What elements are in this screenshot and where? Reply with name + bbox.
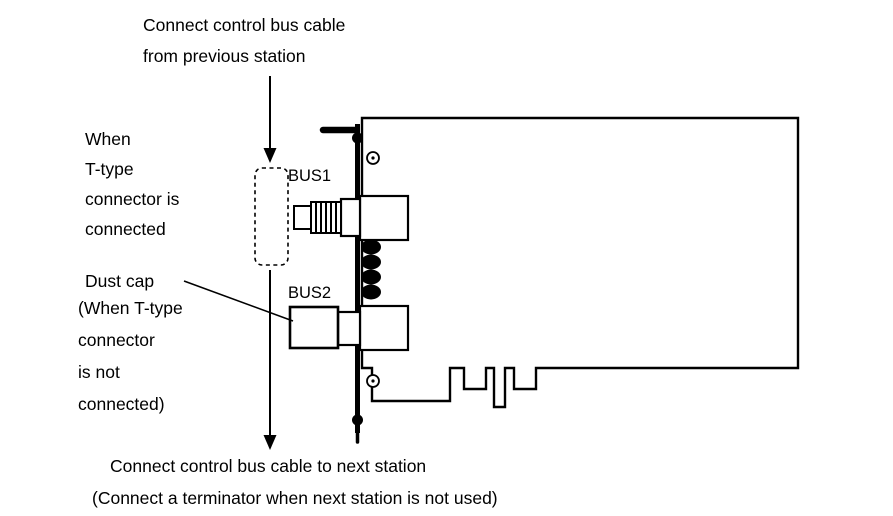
next-station-arrow bbox=[263, 270, 277, 450]
capsule-2 bbox=[361, 254, 381, 270]
bus2-connector bbox=[288, 304, 410, 352]
capsule-3 bbox=[361, 269, 381, 285]
card-outline bbox=[360, 116, 800, 409]
bus1-body bbox=[358, 194, 410, 242]
previous-station-arrow bbox=[263, 76, 277, 163]
bus2-port-label: BUS2 bbox=[288, 284, 332, 302]
knurl-stripes bbox=[315, 202, 337, 233]
bus1-connector bbox=[254, 167, 410, 266]
bus1-inner-ring bbox=[293, 205, 312, 230]
bracket-screw-top bbox=[352, 132, 363, 144]
pci-card bbox=[360, 116, 800, 409]
next-station-note-line2: (Connect a terminator when next station … bbox=[92, 488, 498, 508]
mounting-bracket bbox=[319, 124, 380, 444]
screw-hole-top-dot bbox=[371, 156, 375, 160]
dust-cap-note: (When T-type connector is not connected) bbox=[78, 298, 183, 414]
bus1-port-label: BUS1 bbox=[288, 167, 332, 185]
bus2-body bbox=[358, 304, 410, 352]
arrow-down-icon bbox=[263, 148, 277, 163]
dust-cap-leader-line bbox=[183, 280, 294, 322]
capsule-4 bbox=[361, 284, 381, 300]
screw-hole-bottom-dot bbox=[371, 379, 375, 383]
t-connector-connected-note: When T-type connector is connected bbox=[85, 129, 180, 239]
bus2-stub bbox=[336, 310, 362, 347]
t-type-connector-outline bbox=[254, 167, 289, 266]
dust-cap-shape bbox=[288, 305, 340, 350]
previous-station-note: Connect control bus cable from previous … bbox=[143, 15, 346, 66]
bus1-flange bbox=[339, 197, 362, 238]
dust-cap-label: Dust cap bbox=[85, 271, 155, 291]
component-capsules bbox=[361, 239, 381, 300]
capsule-1 bbox=[361, 239, 381, 255]
next-station-note-line1: Connect control bus cable to next statio… bbox=[110, 456, 427, 476]
arrow-down-icon bbox=[263, 435, 277, 450]
